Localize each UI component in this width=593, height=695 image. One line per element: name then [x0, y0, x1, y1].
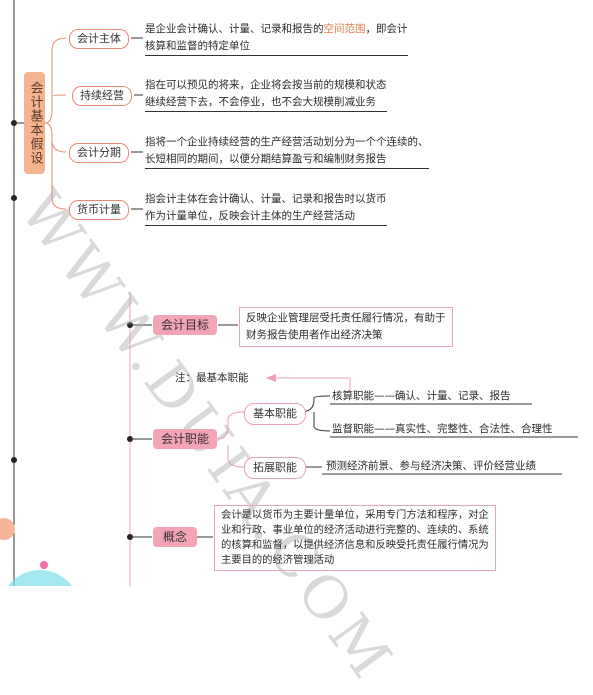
desc-accounting-period: 指将一个企业持续经营的生产经营活动划分为一个个连续的、 长短相同的期间，以便分期…: [145, 134, 429, 169]
desc-concept-line4: 主要目的的经济管理活动: [221, 554, 335, 566]
desc-going-concern-line2: 继续经营下去，不会停业，也不会大规模削减业务: [145, 96, 376, 108]
desc-accounting-goal-line2: 财务报告使用者作出经济决策: [246, 329, 383, 341]
branch-accounting-entity: 会计主体: [69, 29, 129, 49]
desc-concept-line1: 会计是以货币为主要计量单位，采用专门方法和程序，对企: [221, 509, 489, 521]
basic-function-item-supervision: 监督职能——真实性、完整性、合法性、合理性: [332, 423, 553, 435]
extended-function-item: 预测经济前景、参与经济决策、评价经营业绩: [326, 460, 536, 472]
desc-accounting-period-line1: 指将一个企业持续经营的生产经营活动划分为一个个连续的、: [145, 136, 429, 148]
desc-accounting-goal: 反映企业管理层受托责任履行情况，有助于 财务报告使用者作出经济决策: [239, 307, 453, 347]
root-node-accounting-assumptions: 会计基本假设: [24, 72, 45, 174]
node-accounting-goal: 会计目标: [153, 315, 218, 335]
desc-monetary-measurement-line1: 指会计主体在会计确认、计量、记录和报告时以货币: [145, 193, 387, 205]
desc-accounting-entity-line2: 核算和监督的特定单位: [145, 40, 250, 52]
desc-concept-line2: 业和行政、事业单位的经济活动进行完整的、连续的、系统: [221, 524, 489, 536]
desc-going-concern-line1: 指在可以预见的将来，企业将会按当前的规模和状态: [145, 79, 387, 91]
desc-accounting-entity: 是企业会计确认、计量、记录和报告的空间范围，即会计 核算和监督的特定单位: [145, 21, 408, 56]
node-accounting-functions: 会计职能: [153, 429, 218, 449]
desc-accounting-entity-text2: ，即会计: [365, 23, 408, 35]
desc-accounting-entity-highlight: 空间范围: [323, 23, 366, 35]
branch-monetary-measurement: 货币计量: [69, 200, 129, 220]
branch-going-concern: 持续经营: [72, 86, 132, 106]
desc-accounting-entity-text1: 是企业会计确认、计量、记录和报告的: [145, 23, 324, 35]
node-extended-functions: 拓展职能: [244, 457, 306, 479]
branch-accounting-period: 会计分期: [69, 143, 129, 163]
desc-monetary-measurement-line2: 作为计量单位，反映会计主体的生产经营活动: [145, 210, 355, 222]
desc-concept: 会计是以货币为主要计量单位，采用专门方法和程序，对企 业和行政、事业单位的经济活…: [214, 505, 496, 571]
desc-going-concern: 指在可以预见的将来，企业将会按当前的规模和状态 继续经营下去，不会停业，也不会大…: [145, 77, 387, 112]
basic-function-item-accounting: 核算职能——确认、计量、记录、报告: [332, 390, 511, 402]
desc-accounting-goal-line1: 反映企业管理层受托责任履行情况，有助于: [246, 312, 446, 324]
note-most-basic-function: 注：最基本职能: [175, 372, 249, 384]
desc-accounting-period-line2: 长短相同的期间，以便分期结算盈亏和编制财务报告: [145, 153, 387, 165]
desc-concept-line3: 的核算和监督，以提供经济信息和反映受托责任履行情况为: [221, 539, 489, 551]
desc-monetary-measurement: 指会计主体在会计确认、计量、记录和报告时以货币 作为计量单位，反映会计主体的生产…: [145, 191, 387, 226]
node-concept: 概念: [153, 527, 198, 547]
connector-lines: [0, 0, 578, 586]
node-basic-functions: 基本职能: [244, 403, 306, 425]
